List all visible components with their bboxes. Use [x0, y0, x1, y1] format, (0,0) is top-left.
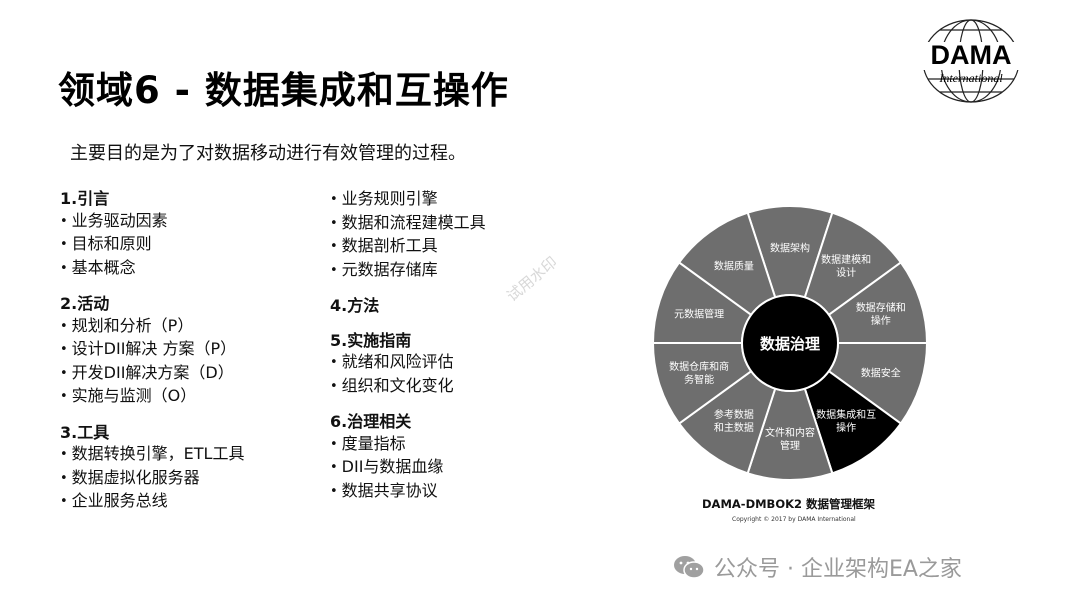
bullet-item: 就绪和风险评估 [330, 351, 590, 375]
wheel-segment-label: 数据建模和 [821, 253, 871, 266]
outline-section: 5.实施指南就绪和风险评估组织和文化变化 [330, 330, 590, 399]
section-heading: 4.方法 [330, 296, 380, 315]
section-heading: 3.工具 [60, 422, 110, 442]
outline-section: 6.治理相关度量指标DII与数据血缘数据共享协议 [330, 411, 590, 503]
wheel-segment-label: 数据架构 [770, 242, 810, 255]
wheel-segment-label: 文件和内容 [765, 426, 815, 439]
wheel-segment-label: 参考数据 [714, 408, 754, 421]
wheel-segment-label: 管理 [780, 439, 800, 452]
bullet-item: DII与数据血缘 [330, 456, 590, 480]
wheel-segment-label: 数据质量 [714, 260, 754, 273]
outline-section: 业务规则引擎数据和流程建模工具数据剖析工具元数据存储库 [330, 188, 590, 282]
bullet-list: 度量指标DII与数据血缘数据共享协议 [330, 433, 590, 504]
bullet-item: 数据虚拟化服务器 [60, 467, 320, 491]
bullet-item: 业务规则引擎 [330, 188, 590, 212]
section-heading: 6.治理相关 [330, 412, 412, 431]
bullet-item: 基本概念 [60, 257, 320, 281]
bullet-item: 设计DII解决 方案（P） [60, 338, 320, 362]
bullet-item: 企业服务总线 [60, 490, 320, 514]
dmbok-wheel-diagram: 数据架构数据建模和设计数据存储和操作数据安全数据集成和互操作文件和内容管理参考数… [651, 205, 928, 481]
bullet-item: 规划和分析（P） [60, 315, 320, 339]
wheel-segment-label: 和主数据 [714, 421, 754, 434]
bullet-item: 目标和原则 [60, 233, 320, 257]
right-column: 业务规则引擎数据和流程建模工具数据剖析工具元数据存储库 4.方法 5.实施指南就绪和… [330, 188, 590, 516]
dama-logo: DAMA International [912, 19, 1030, 103]
bullet-item: 组织和文化变化 [330, 375, 590, 399]
wheel-segment-label: 数据集成和互 [816, 408, 876, 421]
bullet-item: 业务驱动因素 [60, 210, 320, 234]
diagram-caption: DAMA-DMBOK2 数据管理框架 [702, 497, 876, 511]
outline-section: 4.方法 [330, 295, 590, 317]
bullet-item: 度量指标 [330, 433, 590, 457]
left-column: 1.引言业务驱动因素目标和原则基本概念 2.活动规划和分析（P）设计DII解决 方… [60, 188, 320, 527]
wechat-icon [674, 556, 705, 579]
bullet-item: 数据剖析工具 [330, 235, 590, 259]
section-heading: 1.引言 [60, 189, 110, 208]
wheel-segment-label: 务智能 [684, 373, 714, 386]
wheel-segment-label: 数据仓库和商 [669, 360, 729, 373]
outline-section: 2.活动规划和分析（P）设计DII解决 方案（P）开发DII解决方案（D）实施与… [60, 293, 320, 409]
wheel-segment-label: 元数据管理 [674, 307, 724, 320]
bullet-item: 元数据存储库 [330, 259, 590, 283]
outline-section: 1.引言业务驱动因素目标和原则基本概念 [60, 188, 320, 280]
bullet-item: 数据转换引擎，ETL工具 [60, 443, 320, 467]
wheel-segment-label: 设计 [836, 266, 856, 279]
bullet-list: 数据转换引擎，ETL工具数据虚拟化服务器企业服务总线 [60, 443, 320, 514]
bullet-list: 业务规则引擎数据和流程建模工具数据剖析工具元数据存储库 [330, 188, 590, 282]
bullet-list: 业务驱动因素目标和原则基本概念 [60, 210, 320, 281]
section-heading: 5.实施指南 [330, 330, 412, 350]
section-heading: 2.活动 [60, 294, 110, 313]
logo-main-text: DAMA [931, 40, 1012, 70]
bullet-item: 数据和流程建模工具 [330, 212, 590, 236]
diagram-copyright: Copyright © 2017 by DAMA International [732, 516, 856, 523]
wheel-segment-label: 操作 [836, 421, 856, 434]
bullet-item: 开发DII解决方案（D） [60, 362, 320, 386]
outline-section: 3.工具数据转换引擎，ETL工具数据虚拟化服务器企业服务总线 [60, 422, 320, 514]
page-title: 领域6 - 数据集成和互操作 [58, 69, 509, 112]
wheel-segment-label: 操作 [871, 314, 891, 327]
footer-watermark: 公众号 · 企业架构EA之家 [672, 551, 962, 583]
bullet-item: 数据共享协议 [330, 480, 590, 504]
bullet-list: 规划和分析（P）设计DII解决 方案（P）开发DII解决方案（D）实施与监测（O… [60, 315, 320, 409]
wheel-center-label: 数据治理 [760, 335, 820, 353]
footer-text: 公众号 · 企业架构EA之家 [714, 557, 962, 582]
logo-sub-text: International [938, 71, 1003, 85]
wheel-segment-label: 数据安全 [861, 367, 901, 380]
wheel-center [741, 294, 839, 392]
page-subtitle: 主要目的是为了对数据移动进行有效管理的过程。 [70, 143, 466, 164]
bullet-item: 实施与监测（O） [60, 385, 320, 409]
bullet-list: 就绪和风险评估组织和文化变化 [330, 351, 590, 398]
wheel-segment-label: 数据存储和 [856, 301, 906, 314]
